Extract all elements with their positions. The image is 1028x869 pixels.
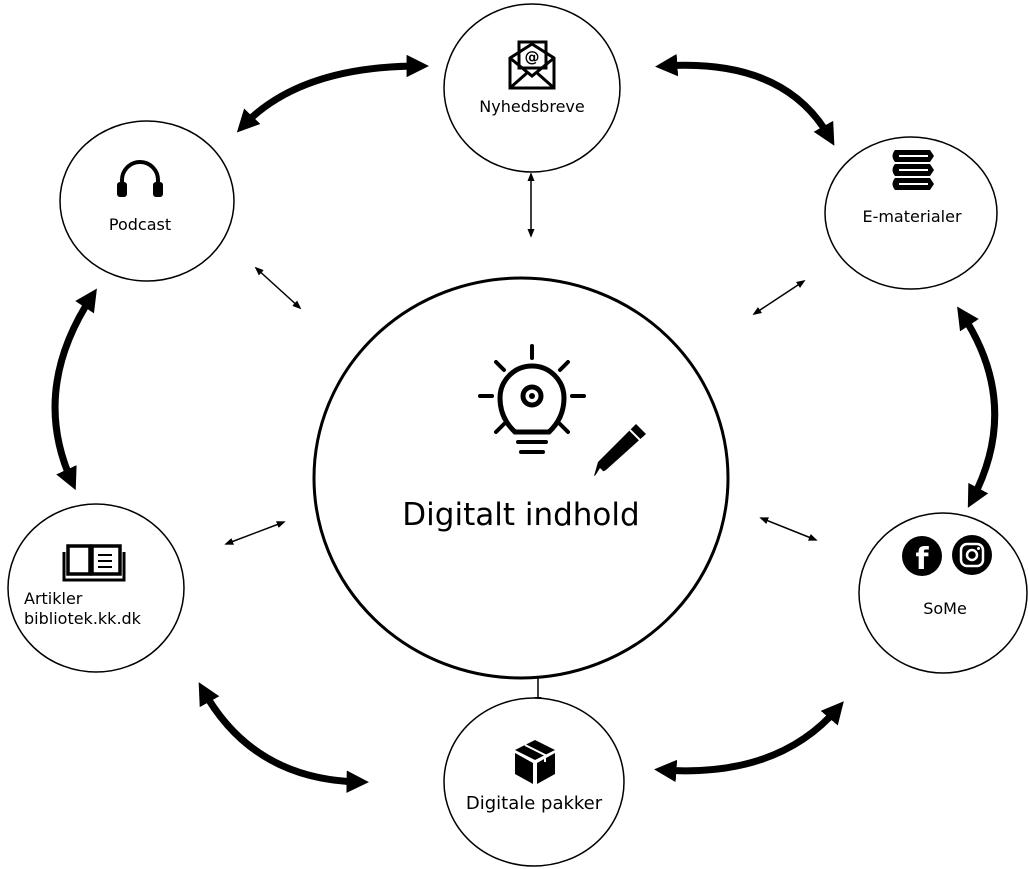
center-label: Digitalt indhold [402, 497, 639, 533]
node-digitale-pakker: Digitale pakker [443, 697, 625, 867]
node-circle [443, 697, 625, 867]
pencil-icon [594, 424, 646, 476]
node-some: f SoMe [858, 512, 1028, 674]
open-book-icon [62, 544, 126, 582]
node-circle [858, 512, 1028, 674]
cycle-arrows [51, 53, 999, 793]
svg-text:@: @ [525, 48, 540, 66]
cycle-arrow-emateraler-some [957, 306, 999, 508]
cycle-arrow-artikler-digitalepakker [198, 682, 369, 793]
node-label: Nyhedsbreve [479, 97, 584, 116]
node-label-line-1: Artikler [24, 589, 83, 608]
envelope-at-icon: @ [508, 40, 556, 90]
node-label: SoMe [923, 599, 967, 618]
center-circle [312, 276, 730, 680]
link-artikler-center [224, 521, 286, 545]
node-label: E-materialer [862, 207, 962, 226]
node-circle [7, 503, 185, 673]
link-podcast-center [254, 266, 302, 310]
box-icon [515, 740, 555, 784]
facebook-icon: f [902, 536, 942, 577]
node-circle [824, 136, 998, 290]
link-some-center [759, 517, 818, 541]
cycle-arrow-digitalepakker-some [654, 701, 844, 783]
node-label: Podcast [109, 215, 171, 234]
lightbulb-gear-icon [478, 344, 586, 454]
cycle-arrow-podcast-artikler [51, 288, 97, 491]
instagram-icon [952, 535, 992, 575]
cycle-arrow-podcast-nyhedsbreve [236, 54, 429, 133]
node-circle [59, 120, 235, 282]
books-stack-icon [892, 150, 934, 190]
node-e-materialer: E-materialer [824, 136, 998, 290]
cycle-arrow-nyhedsbreve-emateraler [655, 53, 835, 146]
node-label: Digitale pakker [466, 793, 603, 814]
center-node: Digitalt indhold [312, 276, 730, 680]
link-emateraler-center [752, 280, 806, 315]
node-artikler: Artikler bibliotek.kk.dk [7, 503, 185, 673]
node-nyhedsbreve: @ Nyhedsbreve [443, 3, 621, 173]
node-label-line-2: bibliotek.kk.dk [24, 609, 142, 628]
headphones-icon [117, 160, 163, 197]
svg-text:f: f [915, 542, 929, 577]
node-podcast: Podcast [59, 120, 235, 282]
